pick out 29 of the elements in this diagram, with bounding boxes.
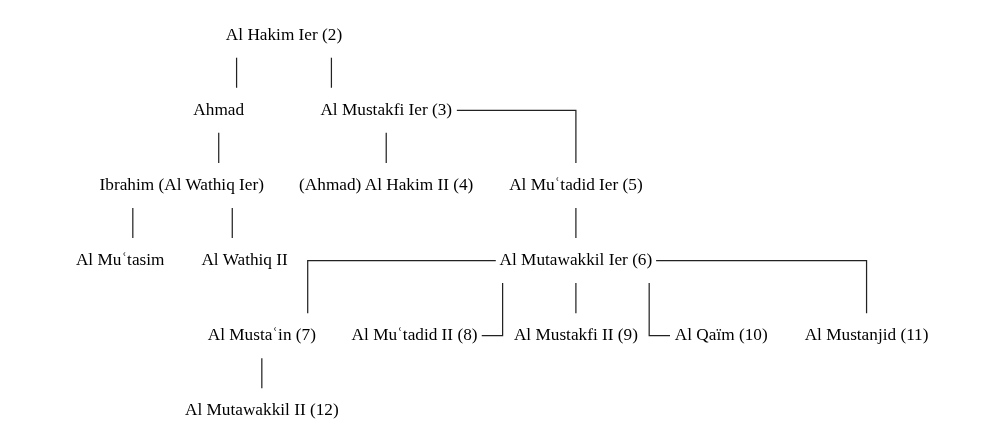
node-text: Ibrahim (Al Wathiq Ier) <box>99 174 264 194</box>
node-text: Al Mutawakkil Ier (6) <box>499 250 652 270</box>
connector <box>455 109 576 164</box>
connector <box>260 357 262 389</box>
node-text: Al Mustaʿin (7) <box>207 325 316 345</box>
node-text: Al Qaïm (10) <box>674 325 768 345</box>
node-text: Al Mustakfi II (9) <box>513 325 638 345</box>
node-text: Al Hakim Ier (2) <box>225 24 342 44</box>
node-text: Al Mutawakkil II (12) <box>184 400 339 420</box>
node-text: Al Muʿtasim <box>75 250 164 270</box>
node-text: Al Muʿtadid II (8) <box>351 325 477 345</box>
connector <box>385 132 387 164</box>
connector <box>654 259 867 314</box>
connector <box>231 207 233 239</box>
connector <box>330 57 332 89</box>
node-text: (Ahmad) Al Hakim II (4) <box>298 174 473 194</box>
node-text: Al Mustanjid (11) <box>804 325 928 345</box>
connector <box>574 282 576 314</box>
node-text: Ahmad <box>192 99 244 119</box>
node-text: Al Mustakfi Ier (3) <box>319 99 452 119</box>
node-text: Al Muʿtadid Ier (5) <box>508 174 643 194</box>
node-text: Al Wathiq II <box>200 250 288 270</box>
connector <box>574 207 576 239</box>
connector <box>306 259 496 314</box>
connector <box>480 282 503 337</box>
connector <box>235 57 237 89</box>
connector <box>648 282 671 337</box>
connector <box>131 207 133 239</box>
connector <box>217 132 219 164</box>
